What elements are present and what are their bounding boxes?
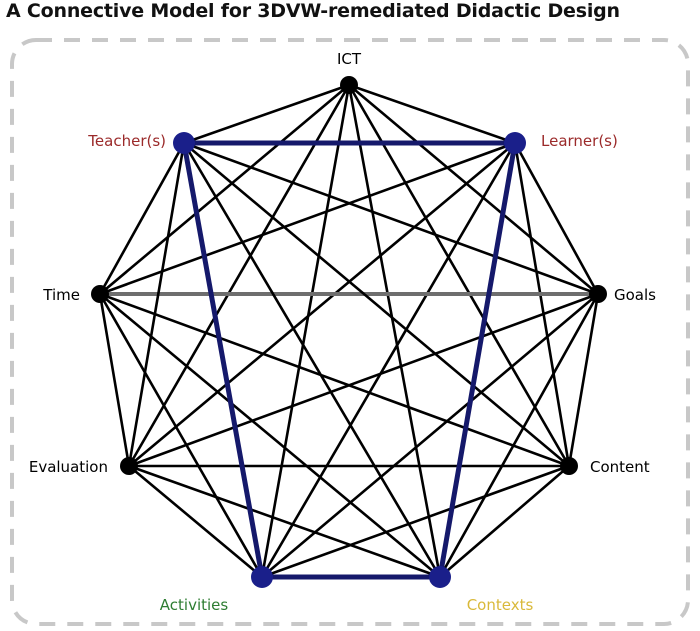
edge-time-teachers (98, 141, 186, 296)
node-goals (589, 285, 607, 303)
node-ict (340, 76, 358, 94)
node-label-ict: ICT (337, 50, 362, 68)
node-label-content: Content (590, 458, 650, 476)
edge-learners-content (513, 141, 571, 468)
node-label-teachers: Teacher(s) (87, 132, 166, 150)
node-label-evaluation: Evaluation (29, 458, 108, 476)
edge-evaluation-teachers (127, 141, 186, 468)
edge-ict-teachers (182, 83, 351, 145)
edges-layer (98, 83, 600, 579)
highlight-edge-activities-teachers (181, 140, 265, 580)
edge-content-teachers (182, 141, 571, 468)
edge-contexts-evaluation (127, 464, 442, 579)
edge-activities-evaluation (127, 464, 264, 579)
edge-activities-time (98, 292, 264, 579)
edge-goals-content (567, 292, 600, 468)
edge-evaluation-time (98, 292, 131, 468)
diagram-title: A Connective Model for 3DVW-remediated D… (6, 0, 620, 22)
node-learners (504, 132, 526, 154)
node-time (91, 285, 109, 303)
edge-contexts-time (98, 292, 442, 579)
edge-ict-goals (347, 83, 600, 296)
edge-ict-evaluation (127, 83, 351, 468)
node-label-activities: Activities (160, 596, 229, 614)
edge-ict-activities (260, 83, 351, 579)
edge-ict-contexts (347, 83, 442, 579)
edge-content-activities (260, 464, 571, 579)
edge-goals-activities (260, 292, 600, 579)
node-label-learners: Learner(s) (541, 132, 618, 150)
edge-content-contexts (438, 464, 571, 579)
edge-ict-time (98, 83, 351, 296)
edge-learners-activities (260, 141, 517, 579)
node-activities (251, 566, 273, 588)
edge-contexts-teachers (182, 141, 442, 579)
edge-ict-learners (347, 83, 517, 145)
node-teachers (173, 132, 195, 154)
node-label-contexts: Contexts (467, 596, 534, 614)
node-label-time: Time (42, 286, 80, 304)
node-label-goals: Goals (614, 286, 656, 304)
highlight-edges-layer (181, 140, 518, 580)
edge-goals-contexts (438, 292, 600, 579)
edge-ict-content (347, 83, 571, 468)
edge-content-time (98, 292, 571, 468)
edge-goals-teachers (182, 141, 600, 296)
edge-learners-evaluation (127, 141, 517, 468)
edge-learners-goals (513, 141, 600, 296)
node-content (560, 457, 578, 475)
frame-border (10, 38, 690, 626)
edge-goals-evaluation (127, 292, 600, 468)
node-contexts (429, 566, 451, 588)
nodes-layer (91, 76, 607, 588)
node-evaluation (120, 457, 138, 475)
highlight-edge-learners-contexts (437, 140, 518, 580)
edge-learners-time (98, 141, 517, 296)
